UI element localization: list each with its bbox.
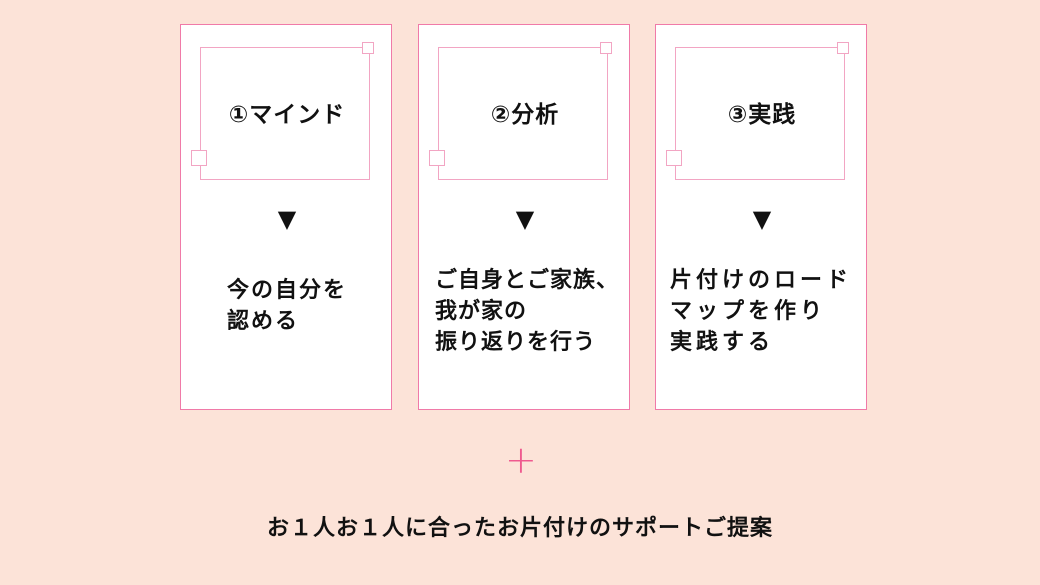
frame-corner-marker (191, 150, 207, 166)
frame-corner-marker (666, 150, 682, 166)
frame-corner-marker (429, 150, 445, 166)
step-title: ①マインド (228, 102, 346, 128)
footer-text: お１人お１人に合ったお片付けのサポートご提案 (266, 516, 773, 541)
title-frame (200, 47, 370, 180)
step-description: 片付けのロード マップを作り 実践する (670, 265, 852, 358)
step-description: ご自身とご家族、 我が家の 振り返りを行う (435, 265, 619, 358)
step-title: ②分析 (490, 102, 560, 128)
down-arrow-icon: ▼ (752, 205, 772, 233)
step-description: 今の自分を 認める (227, 275, 347, 337)
step-card-analysis: ②分析 ▼ ご自身とご家族、 我が家の 振り返りを行う (418, 24, 630, 410)
description-line: ご自身とご家族、 (435, 268, 620, 293)
description-line: 今の自分を (227, 278, 348, 303)
down-arrow-icon: ▼ (515, 205, 535, 233)
title-frame (438, 47, 608, 180)
plus-icon: + (505, 438, 537, 482)
description-line: 認める (227, 309, 300, 334)
step-card-mind: ①マインド ▼ 今の自分を 認める (180, 24, 392, 410)
down-arrow-icon: ▼ (277, 205, 297, 233)
title-frame (675, 47, 845, 180)
description-line: マップを作り (670, 299, 827, 324)
description-line: 我が家の (435, 299, 528, 324)
description-line: 振り返りを行う (435, 330, 597, 355)
description-line: 片付けのロード (670, 268, 853, 293)
frame-corner-marker (837, 42, 849, 54)
step-title: ③実践 (727, 102, 797, 128)
description-line: 実践する (670, 330, 775, 355)
step-card-practice: ③実践 ▼ 片付けのロード マップを作り 実践する (655, 24, 867, 410)
frame-corner-marker (362, 42, 374, 54)
frame-corner-marker (600, 42, 612, 54)
